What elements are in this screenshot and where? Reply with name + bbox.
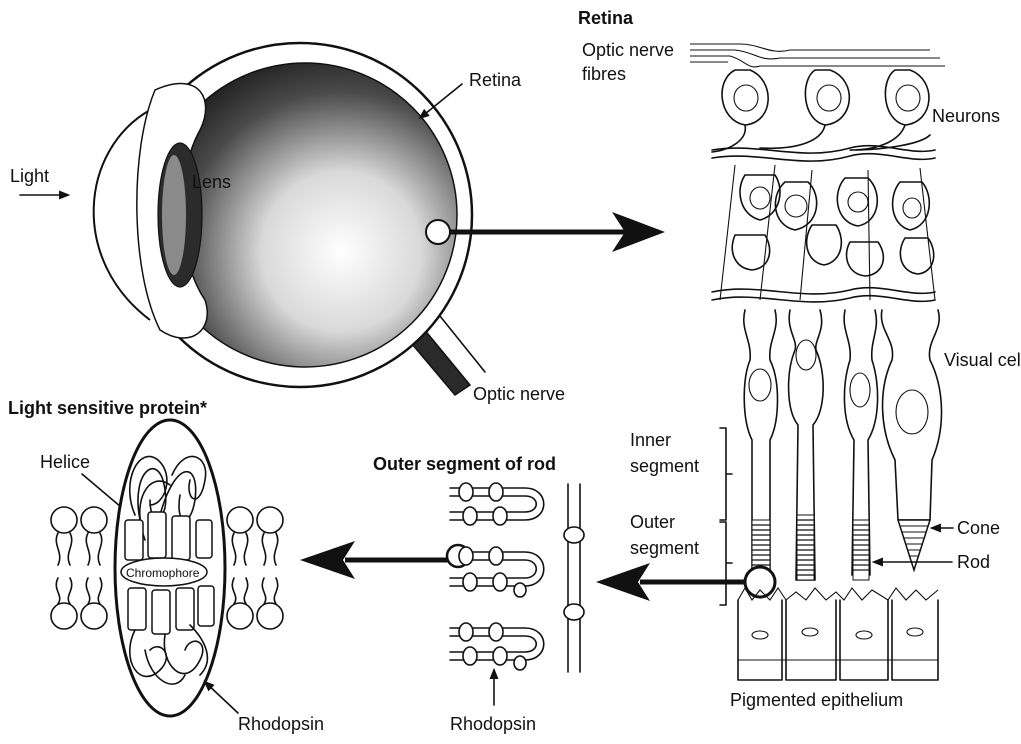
rhodopsin-left-pointer — [205, 682, 238, 713]
inner-segment-label-2: segment — [630, 456, 699, 476]
pigmented-epithelium-label: Pigmented epithelium — [730, 690, 903, 710]
cone-label: Cone — [957, 518, 1000, 538]
rod-disc-membrane — [447, 483, 584, 672]
lens-label: Lens — [192, 172, 231, 192]
light-sensitive-protein-title: Light sensitive protein* — [8, 398, 207, 418]
retina-label: Retina — [469, 70, 522, 90]
outer-segment-of-rod-title: Outer segment of rod — [373, 454, 556, 474]
visual-cell-label: Visual cell — [944, 350, 1021, 370]
inner-segment-label-1: Inner — [630, 430, 671, 450]
optic-nerve-fibres-label-2: fibres — [582, 64, 626, 84]
chromophore-label: Chromophore — [126, 566, 200, 580]
retina-title: Retina — [578, 8, 634, 28]
optic-nerve-fibres-label-1: Optic nerve — [582, 40, 674, 60]
retina-section — [690, 44, 945, 680]
outer-segment-label-1: Outer — [630, 512, 675, 532]
rhodopsin-left-label: Rhodopsin — [238, 714, 324, 734]
outer-segment-label-2: segment — [630, 538, 699, 558]
arrow-rod-to-outer-segment — [596, 563, 745, 601]
retina-sample-marker — [426, 220, 450, 244]
optic-nerve-label: Optic nerve — [473, 384, 565, 404]
rhodopsin-middle-label: Rhodopsin — [450, 714, 536, 734]
inner-segment-bracket — [720, 428, 732, 520]
outer-segment-bracket — [720, 522, 732, 605]
neurons-label: Neurons — [932, 106, 1000, 126]
helice-label: Helice — [40, 452, 90, 472]
rod-sample-marker — [745, 567, 775, 597]
rod-label: Rod — [957, 552, 990, 572]
light-label: Light — [10, 166, 49, 186]
arrow-outer-segment-to-protein — [300, 541, 448, 579]
eyeball: Lens — [94, 43, 485, 395]
arrow-eye-to-retina — [450, 212, 665, 252]
